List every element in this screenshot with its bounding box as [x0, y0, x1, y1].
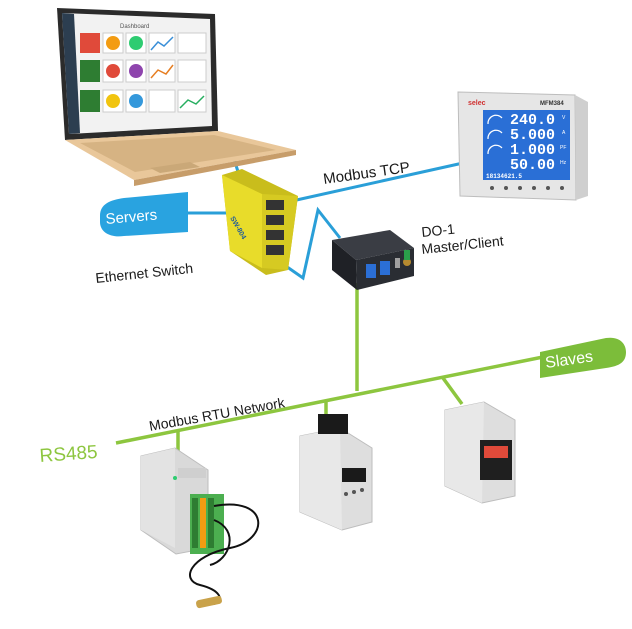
meter-row-2: 5.000 — [510, 127, 555, 144]
din-meter-icon — [299, 414, 373, 531]
meter-arc-icons — [487, 114, 503, 155]
meter-unit-1: V — [562, 115, 566, 121]
laptop-icon: Dashboard — [57, 8, 296, 186]
probe-tip — [196, 595, 222, 609]
meter-counter: 18134621.5 — [486, 173, 522, 180]
servers-pill-label: Servers — [105, 207, 158, 228]
io-terminal-block — [190, 494, 224, 554]
din-counter-icon — [444, 401, 516, 504]
servers-pill: Servers — [100, 192, 188, 237]
dashboard-tiles — [80, 32, 207, 113]
meter-unit-4: Hz — [560, 160, 567, 166]
meter-brand-text: selec — [468, 100, 486, 107]
meter-row-3: 1.000 — [510, 142, 555, 159]
meter-row-1: 240.0 — [510, 112, 555, 129]
slaves-pill-label: Slaves — [544, 348, 594, 372]
rs485-label: RS485 — [39, 442, 98, 467]
do1-label: DO-1 — [421, 221, 456, 240]
meter-unit-3: PF — [560, 145, 566, 151]
temperature-probe-icon — [189, 503, 260, 605]
rtu-bus — [115, 354, 549, 445]
slaves-pill: Slaves — [540, 337, 626, 378]
laptop-screen-title: Dashboard — [120, 24, 149, 30]
ethernet-switch-icon: SW-804 — [222, 169, 298, 275]
din-io-module-icon — [140, 447, 224, 555]
ethernet-switch-label: Ethernet Switch — [95, 260, 194, 286]
tcp-line-meter — [291, 161, 464, 203]
meter-row-4: 50.00 — [510, 157, 555, 174]
rtu-drop-counter — [441, 376, 464, 406]
do1-gateway-icon — [332, 230, 414, 290]
energy-meter-icon: selec MFM384 240.0 5.000 1.000 50.00 181… — [457, 91, 588, 201]
meter-model-text: MFM384 — [540, 101, 564, 107]
rtu-links — [115, 283, 549, 470]
meter-button-row — [490, 186, 564, 190]
meter-unit-2: A — [562, 130, 566, 136]
